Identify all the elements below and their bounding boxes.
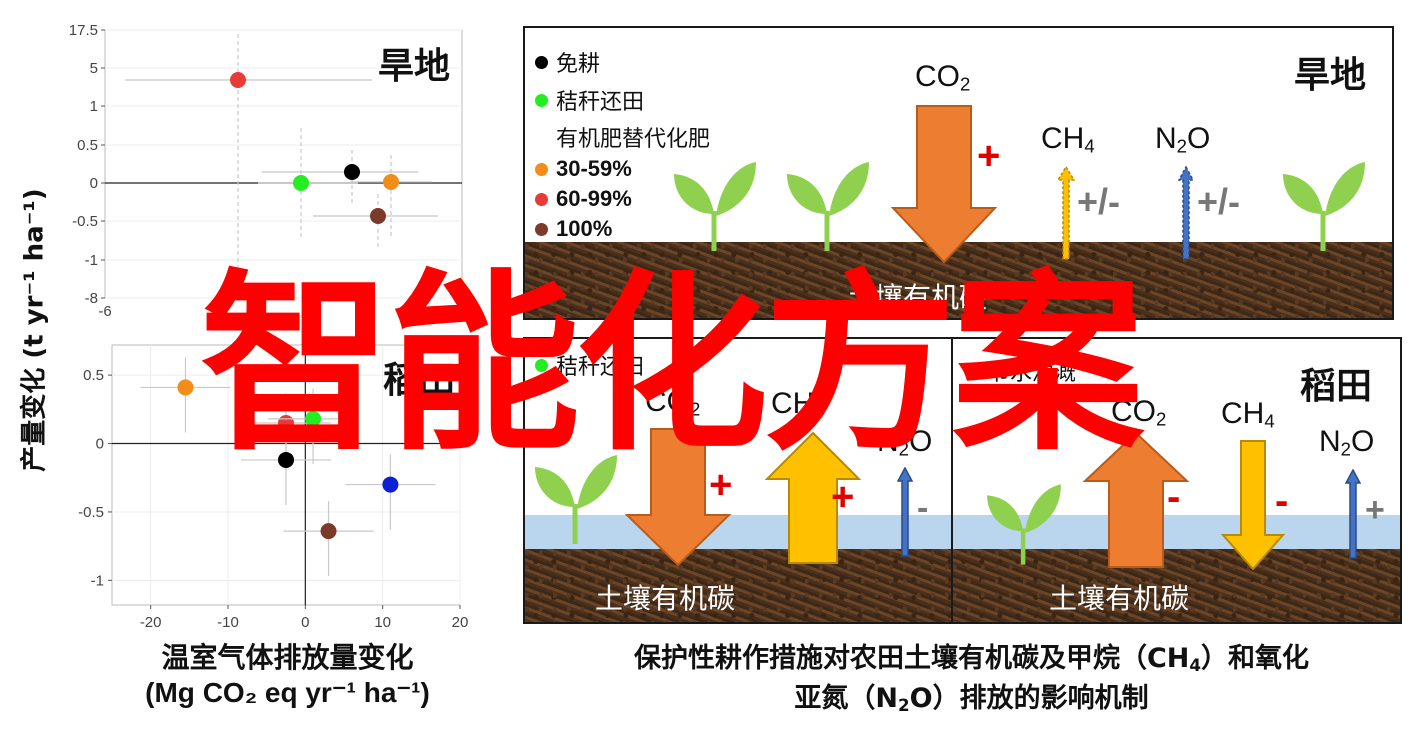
data-point [293, 175, 309, 191]
plant-icon [787, 162, 869, 251]
x-axis-label-line1: 温室气体排放量变化 [161, 641, 414, 674]
legend-dot [535, 55, 548, 69]
y-tick-label: 0.5 [83, 367, 104, 384]
y-tick-label: 5 [90, 60, 98, 77]
data-point [344, 164, 360, 180]
plant-icon [674, 162, 756, 251]
chart-title-dryland: 旱地 [378, 46, 450, 87]
co2-label: CO2 [645, 385, 701, 420]
paddy-title: 稻田 [1299, 366, 1372, 407]
legend-item-water-saving-irrigation: 节水灌溉 [967, 355, 1076, 387]
figure-caption-line1: 保护性耕作措施对农田土壤有机碳及甲烷（CH4）和氧化 [633, 643, 1310, 676]
figure-caption-line2: 亚氮（N2O）排放的影响机制 [794, 683, 1149, 716]
overlay-watermark-text: 智能化方案 [200, 254, 1144, 477]
soil-layer [525, 242, 1392, 318]
plant-icon [535, 455, 617, 544]
left-scatter-charts: 17.5 5 1 0.5 0 -0.5 -1 -8-6 0 旱地 0.5 0 -0.5 -1 -20 -10 0… [69, 22, 469, 631]
n2o-label: N2O [1155, 122, 1211, 157]
legend-item-organic-fertilizer: 有机肥替代化肥 [556, 127, 711, 152]
legend-dot [535, 93, 548, 107]
paddy-straw-panel: 土壤有机碳 秸秆还田 CO2 + CH4 + N2O - [523, 337, 953, 624]
y-tick-label: -0.5 [72, 213, 98, 230]
legend-dot [535, 162, 548, 176]
x-tick-label: 10 [374, 614, 391, 631]
legend-dot [535, 192, 548, 206]
x-tick-label: 0 [301, 614, 309, 631]
y-tick-label: -0.5 [78, 504, 104, 521]
chart-panel-dryland [104, 29, 463, 299]
legend-dot [967, 364, 980, 378]
n2o-arrow-up [897, 467, 913, 557]
y-tick-label: -1 [91, 572, 104, 589]
co2-label: CO2 [1111, 395, 1167, 430]
ch4-label: CH4 [1221, 397, 1275, 432]
soil-layer [953, 549, 1400, 622]
data-point [320, 523, 337, 540]
data-point [382, 476, 399, 493]
x-tick-label: -6 [98, 303, 111, 320]
ch4-arrow-up [765, 431, 861, 564]
co2-sign: - [1167, 475, 1181, 519]
y-tick-label: -8 [85, 290, 98, 307]
data-point [177, 379, 194, 396]
legend-item-60-99: 60-99% [535, 186, 632, 212]
y-tick-label: 0 [90, 175, 98, 192]
dryland-panel: 土壤有机碳 旱地 免耕 秸秆还田 有机肥替代化肥 30-59% 60-99% 1… [523, 26, 1394, 320]
legend-item-100: 100% [535, 216, 612, 242]
paddy-irrigation-panel: 土壤有机碳 稻田 节水灌溉 CO2 - CH4 - N2O + [951, 337, 1402, 624]
co2-arrow-down [624, 428, 732, 567]
ch4-sign: - [1275, 479, 1289, 523]
n2o-sign: +/- [1197, 181, 1241, 222]
co2-arrow-down [890, 105, 998, 264]
co2-sign: + [709, 463, 733, 507]
ch4-sign: + [831, 475, 855, 519]
co2-arrow-up [1082, 431, 1190, 568]
legend-item-straw-return: 秸秆还田 [535, 84, 644, 116]
legend-dot [535, 222, 548, 236]
x-axis-label-line2: (Mg CO₂ eq yr⁻¹ ha⁻¹) [145, 677, 430, 708]
legend-item-no-till: 免耕 [535, 46, 600, 78]
soil-layer [525, 549, 951, 622]
ch4-arrow-up [1057, 166, 1075, 260]
ch4-sign: +/- [1077, 181, 1121, 222]
n2o-sign: + [1365, 491, 1385, 529]
ch4-arrow-down [1221, 440, 1285, 571]
n2o-sign: - [917, 489, 929, 527]
n2o-label: N2O [1319, 425, 1375, 460]
data-point [370, 208, 386, 224]
dryland-title: 旱地 [1293, 55, 1366, 96]
ch4-label: CH4 [1041, 122, 1095, 157]
soil-label: 土壤有机碳 [847, 282, 988, 313]
water-layer [525, 515, 951, 551]
co2-sign: + [977, 134, 1001, 178]
data-point [383, 174, 399, 190]
y-tick-label: 1 [90, 98, 98, 115]
legend-item-30-59: 30-59% [535, 156, 632, 182]
n2o-label: N2O [877, 425, 933, 460]
y-tick-label: 0 [96, 436, 104, 453]
x-tick-label: 0 [456, 303, 464, 320]
legend-dot [535, 358, 548, 372]
data-point [230, 72, 246, 88]
legend-item-straw-return: 秸秆还田 [535, 349, 644, 381]
x-tick-label: 20 [452, 614, 469, 631]
y-tick-label: -1 [85, 252, 98, 269]
n2o-arrow-up [1178, 166, 1194, 260]
ch4-label: CH4 [771, 387, 825, 422]
soil-label: 土壤有机碳 [1049, 583, 1190, 614]
data-point [278, 451, 294, 468]
co2-label: CO2 [915, 60, 971, 95]
plant-icon [1283, 162, 1365, 251]
y-tick-label: 0.5 [77, 137, 98, 154]
n2o-arrow-up [1345, 469, 1361, 559]
data-point [305, 410, 322, 427]
plant-icon [987, 484, 1061, 565]
soil-label: 土壤有机碳 [595, 583, 736, 614]
y-tick-label: 17.5 [69, 22, 98, 39]
x-tick-label: -10 [217, 614, 239, 631]
x-tick-label: -20 [140, 614, 162, 631]
chart-title-paddy: 稻田 [383, 360, 455, 401]
